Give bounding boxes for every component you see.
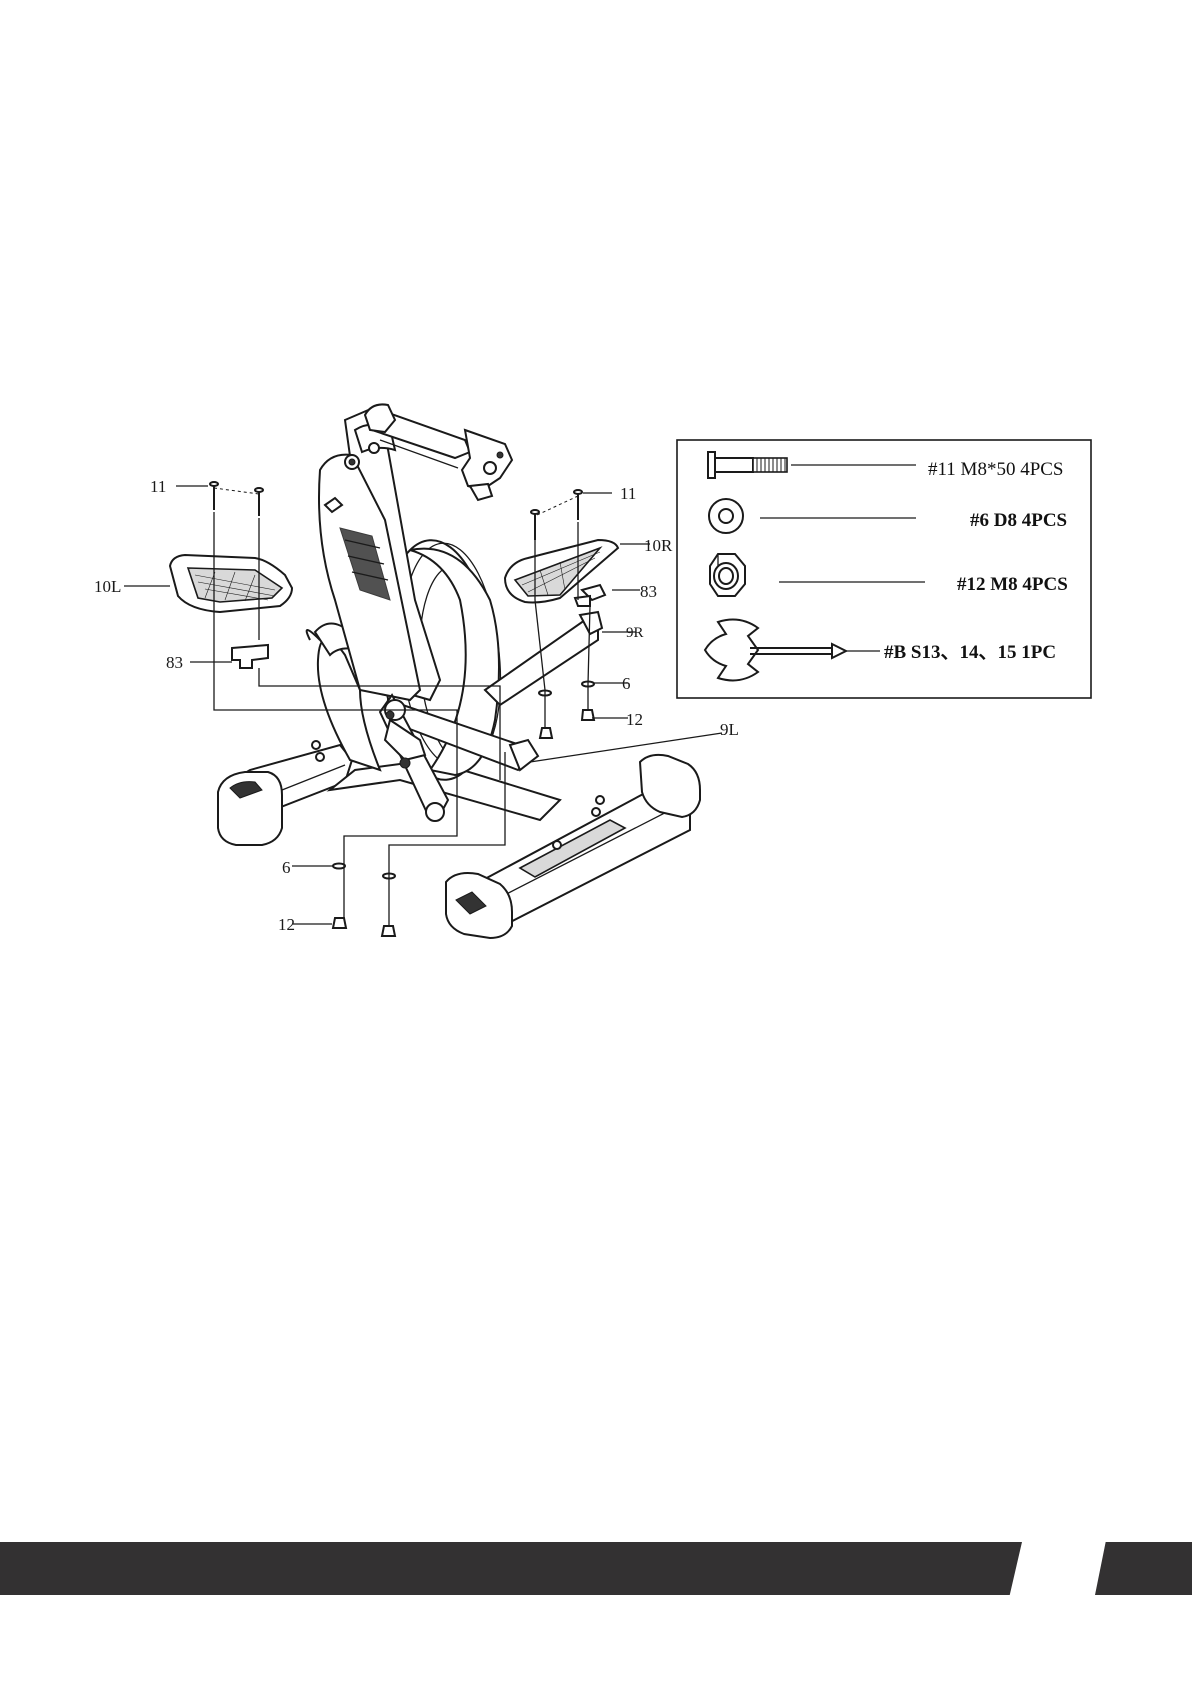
pedal-10l xyxy=(170,555,292,668)
callout-12-right: 12 xyxy=(626,710,643,729)
callout-12-left: 12 xyxy=(278,915,295,934)
legend-row-3: #12 M8 4PCS xyxy=(957,574,1068,595)
legend-row-1: #11 M8*50 4PCS xyxy=(928,459,1064,480)
callout-11-right: 11 xyxy=(620,484,636,503)
hardware-legend: #11 M8*50 4PCS #6 D8 4PCS #12 M8 4PCS #B… xyxy=(677,440,1091,698)
footer-page-tab xyxy=(1095,1542,1192,1595)
callout-6-right: 6 xyxy=(622,674,631,693)
legend-row-4: #B S13、14、15 1PC xyxy=(884,642,1056,663)
nut-icon xyxy=(710,554,745,596)
footer-bar-main xyxy=(0,1542,1022,1595)
legend-row-2: #6 D8 4PCS xyxy=(970,510,1067,531)
callout-10r: 10R xyxy=(644,536,673,555)
pedal-10r xyxy=(505,540,618,606)
callout-83-left: 83 xyxy=(166,653,183,672)
callout-9l: 9L xyxy=(720,720,739,739)
callout-11-left: 11 xyxy=(150,477,166,496)
callout-83-right: 83 xyxy=(640,582,657,601)
callout-6-left: 6 xyxy=(282,858,291,877)
callout-9r: 9R xyxy=(626,625,644,641)
washer-icon xyxy=(709,499,743,533)
callout-10l: 10L xyxy=(94,577,121,596)
rear-stabilizer xyxy=(218,741,352,845)
